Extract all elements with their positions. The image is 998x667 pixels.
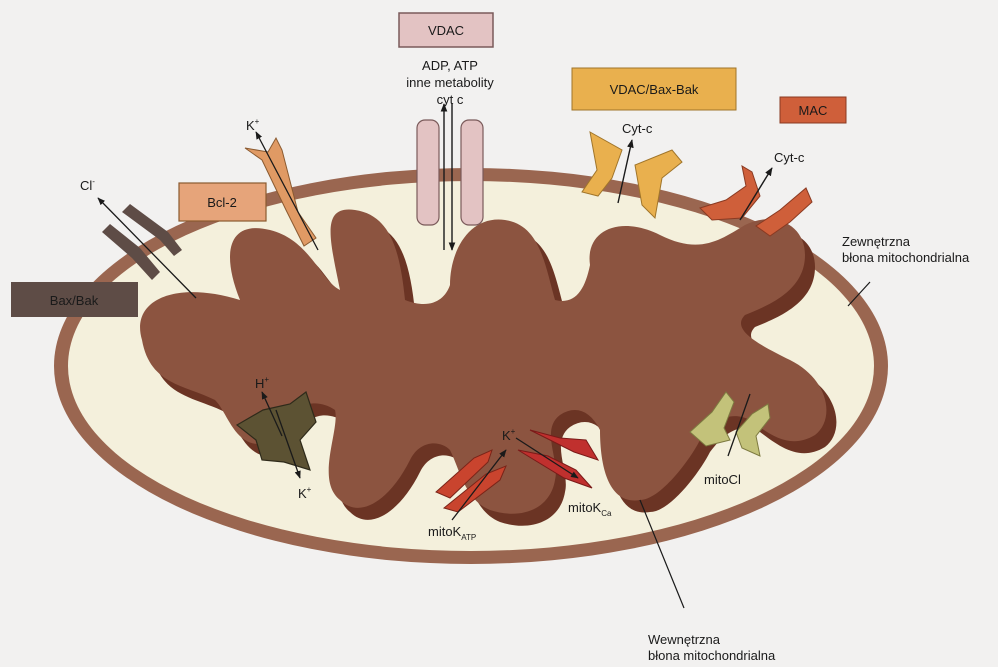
- bcl2-box-label: Bcl-2: [207, 195, 237, 210]
- mito-kca-subscript: Ca: [601, 509, 612, 518]
- vdac-channel-right: [461, 120, 483, 225]
- mito-katp-name: mitoK: [428, 524, 462, 539]
- outer-membrane-label-line2: błona mitochondrialna: [842, 250, 970, 265]
- proton-symbol: H: [255, 376, 264, 391]
- vdac-cargo-line3: cyt c: [437, 92, 464, 107]
- chloride-label: Cl-: [80, 177, 95, 193]
- mac-left: [700, 166, 760, 220]
- chloride-symbol: Cl: [80, 178, 92, 193]
- potassium-bcl2-charge: +: [255, 117, 260, 126]
- potassium-exchanger-symbol: K: [298, 486, 307, 501]
- potassium-inner-charge: +: [511, 427, 516, 436]
- mito-katp-subscript: ATP: [461, 533, 476, 542]
- vdac-cargo-line2: inne metabolity: [406, 75, 494, 90]
- outer-membrane-label-line1: Zewnętrzna: [842, 234, 911, 249]
- cyt-c-vdac-bax-bak-label: Cyt-c: [622, 121, 653, 136]
- mac-box-label: MAC: [799, 103, 828, 118]
- vdac-bax-bak-box-label: VDAC/Bax-Bak: [610, 82, 699, 97]
- cyt-c-mac-label: Cyt-c: [774, 150, 805, 165]
- chloride-charge: -: [92, 177, 95, 186]
- proton-charge: +: [264, 375, 269, 384]
- potassium-bcl2-label: K+: [246, 117, 260, 133]
- bax-bak-box-label: Bax/Bak: [50, 293, 99, 308]
- vdac-channel-left: [417, 120, 439, 225]
- mito-cl-label: mitoCl: [704, 472, 741, 487]
- potassium-exchanger-charge: +: [307, 485, 312, 494]
- inner-membrane-label-line2: błona mitochondrialna: [648, 648, 776, 663]
- potassium-inner-symbol: K: [502, 428, 511, 443]
- vdac-cargo-line1: ADP, ATP: [422, 58, 478, 73]
- vdac-box-label: VDAC: [428, 23, 464, 38]
- potassium-bcl2-symbol: K: [246, 118, 255, 133]
- inner-membrane-label-line1: Wewnętrzna: [648, 632, 721, 647]
- mito-kca-name: mitoK: [568, 500, 602, 515]
